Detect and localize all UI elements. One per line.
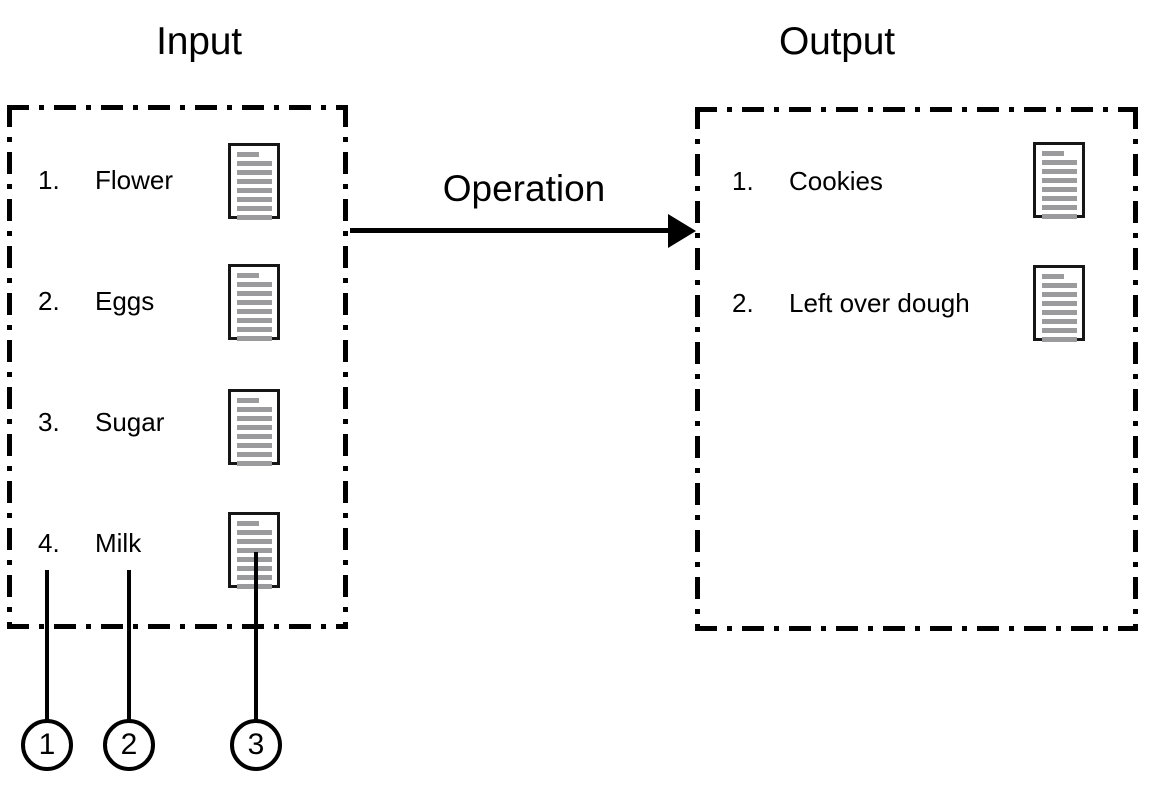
list-item-number: 1.	[38, 165, 60, 195]
document-icon	[1033, 142, 1085, 219]
document-line	[237, 443, 272, 448]
list-item-number: 2.	[732, 288, 754, 318]
callout-number: 1	[38, 728, 56, 761]
document-line	[1042, 292, 1077, 297]
box-edge-left	[695, 107, 700, 631]
document-line	[237, 398, 259, 403]
document-line	[1042, 187, 1077, 192]
callout-number: 3	[247, 728, 265, 761]
document-line	[237, 282, 272, 287]
document-line	[237, 170, 272, 175]
document-line	[1042, 205, 1077, 210]
document-line	[237, 336, 272, 341]
list-item-number: 4.	[38, 528, 60, 558]
document-line	[237, 206, 272, 211]
document-line	[1042, 160, 1077, 165]
document-line	[237, 197, 272, 202]
callout-leader-line	[127, 570, 131, 720]
list-item: 1. Flower	[38, 165, 173, 195]
document-line	[237, 425, 272, 430]
document-line	[237, 461, 272, 466]
list-item-number: 2.	[38, 286, 60, 316]
output-section-title: Output	[779, 20, 895, 63]
operation-arrow-shaft	[350, 228, 682, 233]
operation-arrow-head	[668, 214, 696, 248]
box-edge-top	[7, 105, 348, 110]
list-item: 2. Left over dough	[732, 288, 970, 318]
document-line	[1042, 274, 1064, 279]
document-line	[237, 152, 259, 157]
callout-leader-line	[45, 570, 49, 720]
document-line	[237, 416, 272, 421]
callout-leader-line	[254, 552, 258, 720]
document-line	[237, 327, 272, 332]
document-line	[1042, 169, 1077, 174]
document-line	[1042, 337, 1077, 342]
document-line	[1042, 151, 1064, 156]
list-item-label: Left over dough	[789, 288, 970, 318]
box-edge-bottom	[7, 624, 348, 629]
list-item-number: 3.	[38, 407, 60, 437]
document-line	[237, 300, 272, 305]
document-line	[1042, 319, 1077, 324]
document-icon	[1033, 265, 1085, 342]
list-item-label: Sugar	[95, 407, 165, 437]
document-line	[237, 318, 272, 323]
document-line	[1042, 178, 1077, 183]
list-item-label: Milk	[95, 528, 142, 558]
document-line	[237, 530, 272, 535]
list-item-label: Eggs	[95, 286, 155, 316]
document-line	[1042, 283, 1077, 288]
box-edge-right	[343, 105, 348, 629]
document-line	[237, 273, 259, 278]
document-line	[237, 291, 272, 296]
input-section-title: Input	[156, 20, 242, 63]
document-line	[1042, 301, 1077, 306]
document-line	[237, 452, 272, 457]
document-line	[1042, 214, 1077, 219]
document-line	[1042, 310, 1077, 315]
document-icon	[228, 264, 280, 341]
document-line	[237, 548, 272, 553]
document-line	[1042, 196, 1077, 201]
document-line	[237, 407, 272, 412]
list-item-label: Flower	[95, 165, 174, 195]
list-item-label: Cookies	[789, 166, 883, 196]
box-edge-top	[695, 107, 1138, 112]
list-item: 1. Cookies	[732, 166, 883, 196]
document-line	[237, 188, 272, 193]
box-edge-left	[7, 105, 12, 629]
operation-label: Operation	[442, 168, 606, 209]
document-line	[237, 161, 272, 166]
document-line	[237, 309, 272, 314]
output-group-box	[695, 107, 1138, 631]
list-item: 4. Milk	[38, 528, 141, 558]
document-line	[237, 215, 272, 220]
list-item: 2. Eggs	[38, 286, 154, 316]
document-line	[237, 179, 272, 184]
callout-badge-2: 2	[103, 719, 155, 771]
input-group-box	[7, 105, 348, 629]
callout-number: 2	[120, 728, 138, 761]
callout-badge-1: 1	[21, 719, 73, 771]
document-line	[237, 434, 272, 439]
list-item-number: 1.	[732, 166, 754, 196]
list-item: 3. Sugar	[38, 407, 164, 437]
document-line	[237, 521, 259, 526]
document-icon	[228, 143, 280, 220]
document-line	[1042, 328, 1077, 333]
document-icon	[228, 389, 280, 466]
document-line	[237, 539, 272, 544]
callout-badge-3: 3	[230, 719, 282, 771]
box-edge-bottom	[695, 626, 1138, 631]
box-edge-right	[1133, 107, 1138, 631]
